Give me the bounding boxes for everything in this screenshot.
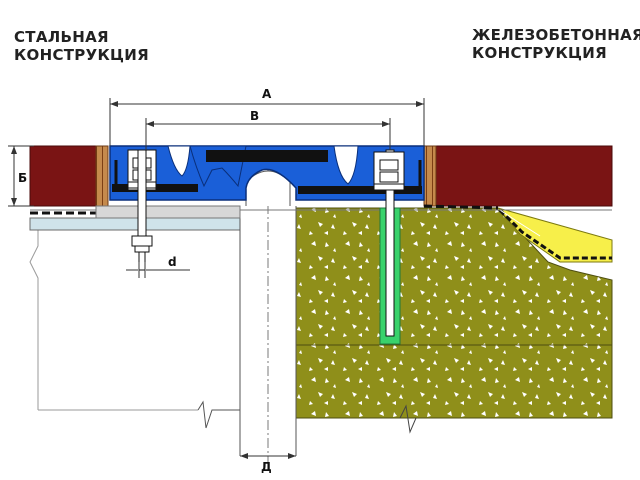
dimension-a: A [109,87,425,146]
asphalt-left [29,145,97,207]
joint-gap [239,168,297,472]
edge-strip-left [95,145,109,207]
concrete-structure [295,207,613,434]
steel-structure-title: СТАЛЬНАЯ КОНСТРУКЦИЯ [14,28,149,64]
dimension-d: d [126,255,190,278]
concrete-title-line2: КОНСТРУКЦИЯ [472,44,607,62]
seal-base-right [298,186,422,194]
dimension-a-label: A [262,87,272,101]
dimension-d-label: d [168,255,177,269]
dimension-b: B [145,109,391,150]
asphalt-right [435,145,613,207]
waterproofing-right [423,204,499,210]
dimension-gap: Д [240,453,296,474]
asphalt-pavement [29,145,613,211]
dimension-height: Б [8,145,34,207]
edge-strip-right [423,145,437,207]
dimension-b-label: B [250,109,259,123]
concrete-title-line1: ЖЕЛЕЗОБЕТОННАЯ [472,26,640,44]
steel-title-line1: СТАЛЬНАЯ [14,28,109,46]
reinforced-concrete-block [295,207,613,419]
steel-title-line2: КОНСТРУКЦИЯ [14,46,149,64]
concrete-structure-title: ЖЕЛЕЗОБЕТОННАЯ КОНСТРУКЦИЯ [472,26,640,62]
steel-deck-plate [29,217,241,231]
dimension-gap-label: Д [261,460,272,474]
dimension-height-label: Б [18,171,27,185]
base-plate-left [95,205,241,219]
left-anchor-bolt [127,149,157,271]
insulation-layer [496,207,613,263]
seal-top-plate [206,150,328,162]
right-anchor-bolt [373,149,405,345]
